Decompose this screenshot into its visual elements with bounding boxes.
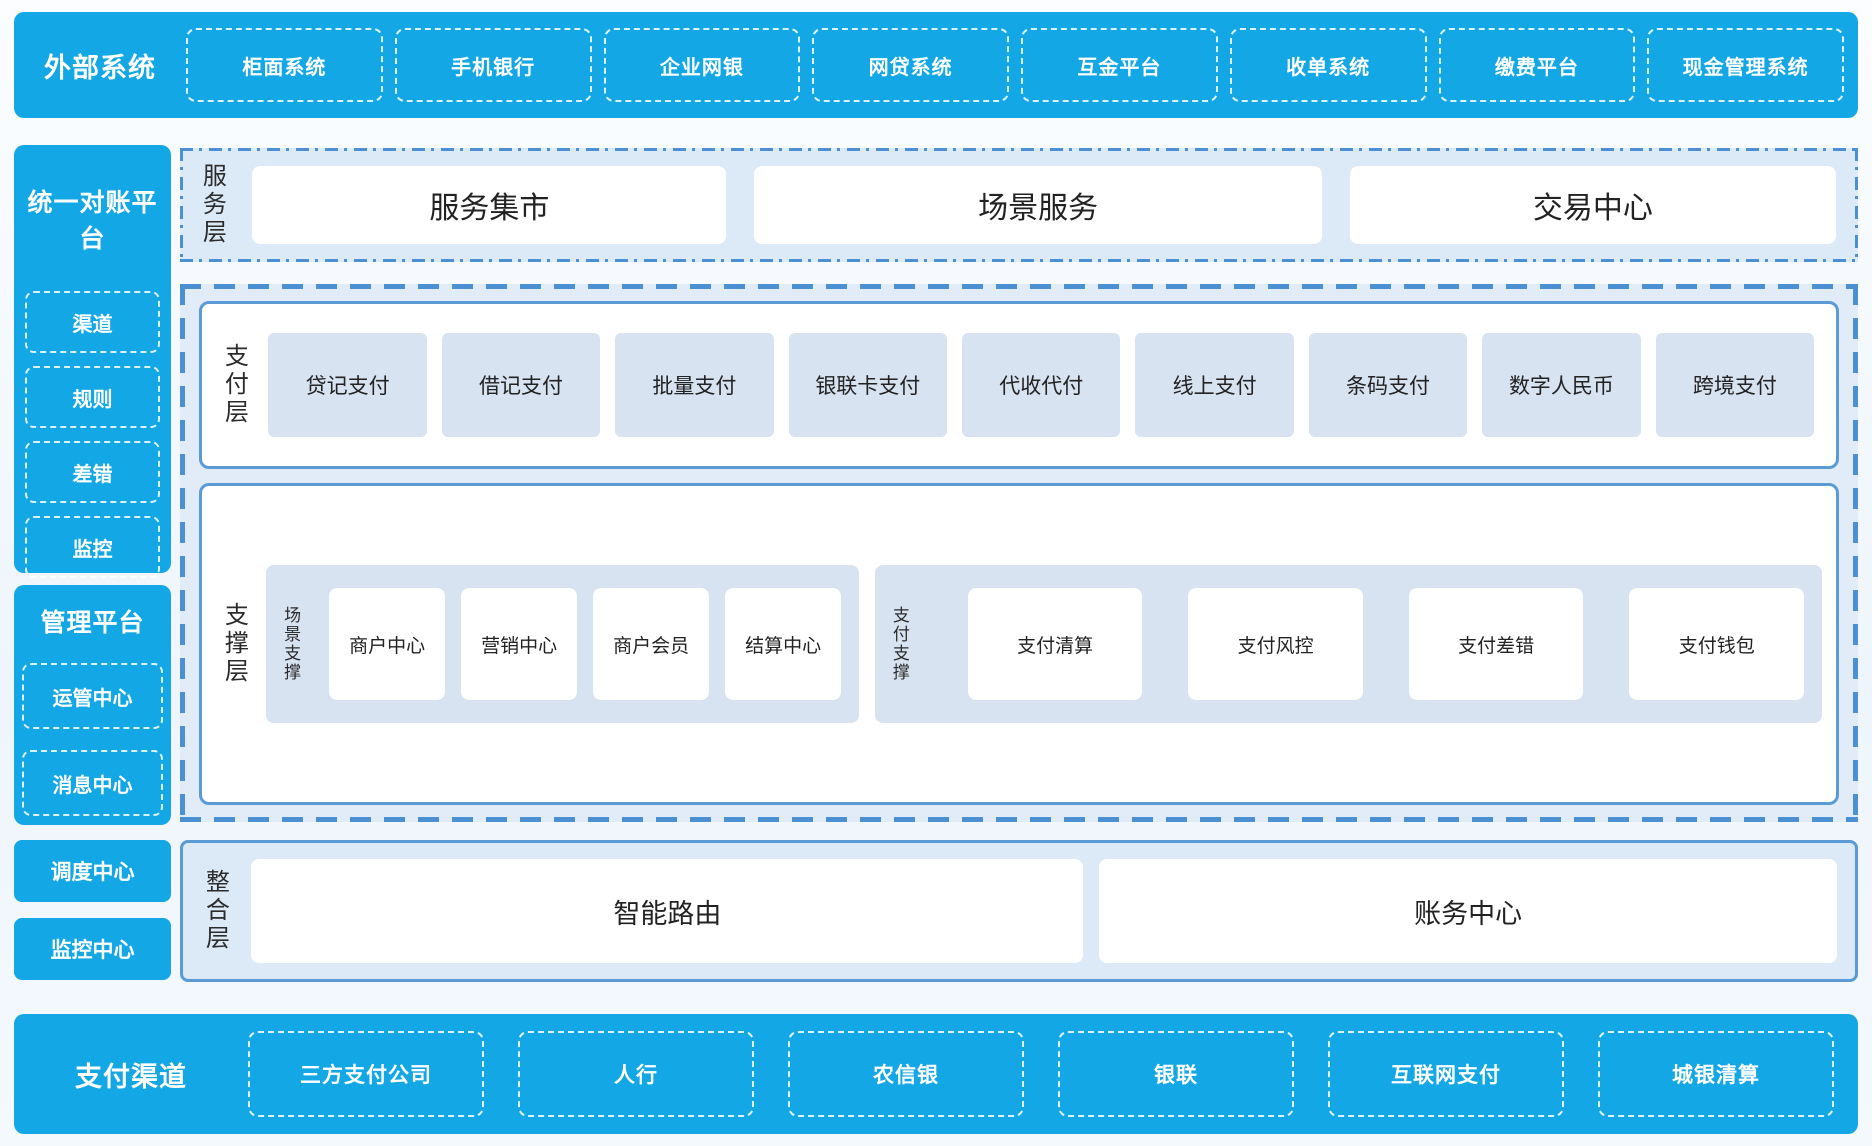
external-system-item: 互金平台 <box>1021 28 1218 102</box>
external-system-item: 缴费平台 <box>1438 28 1636 102</box>
payment-support-item: 支付清算 <box>967 588 1143 700</box>
reconciliation-item: 差错 <box>25 441 160 503</box>
payment-item: 跨境支付 <box>1655 333 1815 437</box>
payment-item: 借记支付 <box>441 333 601 437</box>
external-systems-items: 柜面系统 手机银行 企业网银 网贷系统 互金平台 收单系统 缴费平台 现金管理系… <box>186 28 1844 102</box>
service-card: 交易中心 <box>1349 166 1836 244</box>
external-systems-title: 外部系统 <box>44 52 156 83</box>
payment-channel-item: 银联 <box>1058 1031 1294 1117</box>
payment-channels-items: 三方支付公司 人行 农信银 银联 互联网支付 城银清算 <box>248 1031 1834 1117</box>
payment-item: 线上支付 <box>1135 333 1294 437</box>
payment-item: 条码支付 <box>1308 333 1468 437</box>
service-card: 服务集市 <box>252 166 727 244</box>
payment-item: 数字人民币 <box>1482 333 1641 437</box>
external-system-item: 网贷系统 <box>812 28 1009 102</box>
payment-support-label: 支付支撑 <box>889 606 909 682</box>
scene-support-item: 商户中心 <box>329 588 446 700</box>
external-system-item: 收单系统 <box>1229 28 1427 102</box>
integration-layer-label: 整合层 <box>201 869 229 953</box>
payment-channel-item: 三方支付公司 <box>248 1031 484 1117</box>
payment-channels-bar: 支付渠道 三方支付公司 人行 农信银 银联 互联网支付 城银清算 <box>14 1014 1858 1134</box>
management-item: 消息中心 <box>22 750 163 816</box>
payment-items: 贷记支付 借记支付 批量支付 银联卡支付 代收代付 线上支付 条码支付 数字人民… <box>268 333 1815 437</box>
integration-card: 账务中心 <box>1099 859 1837 963</box>
payment-support-item: 支付差错 <box>1408 588 1584 700</box>
payment-support-group: 支付支撑 支付清算 支付风控 支付差错 支付钱包 <box>875 565 1822 723</box>
payment-layer-label: 支付层 <box>220 343 248 427</box>
reconciliation-platform-block: 统一对账平台 渠道 规则 差错 监控 <box>14 145 171 578</box>
payment-item: 贷记支付 <box>268 333 427 437</box>
external-system-item: 现金管理系统 <box>1647 28 1844 102</box>
payment-support-item: 支付钱包 <box>1629 588 1804 700</box>
support-layer-label: 支撑层 <box>220 602 248 686</box>
payment-support-panel: 支付层 贷记支付 借记支付 批量支付 银联卡支付 代收代付 线上支付 条码支付 … <box>180 284 1858 822</box>
scene-support-item: 结算中心 <box>725 588 842 700</box>
payment-channel-item: 人行 <box>518 1031 754 1117</box>
reconciliation-item: 规则 <box>25 366 160 428</box>
reconciliation-platform-title: 统一对账平台 <box>27 189 158 253</box>
payment-channels-title: 支付渠道 <box>75 1061 187 1092</box>
payment-item: 代收代付 <box>962 333 1121 437</box>
integration-cards: 智能路由 账务中心 <box>251 859 1837 963</box>
payment-item: 批量支付 <box>615 333 774 437</box>
payment-channel-item: 城银清算 <box>1598 1031 1834 1117</box>
scene-support-group: 场景支撑 商户中心 营销中心 商户会员 结算中心 <box>266 565 860 723</box>
integration-layer-panel: 整合层 智能路由 账务中心 <box>180 840 1858 982</box>
management-platform-title: 管理平台 <box>40 609 145 637</box>
service-layer-panel: 服务层 服务集市 场景服务 交易中心 <box>180 148 1858 262</box>
integration-card: 智能路由 <box>251 859 1084 963</box>
service-card: 场景服务 <box>754 166 1322 244</box>
payment-channel-item: 农信银 <box>788 1031 1024 1117</box>
external-systems-bar: 外部系统 柜面系统 手机银行 企业网银 网贷系统 互金平台 收单系统 缴费平台 … <box>14 12 1858 118</box>
scene-support-item: 商户会员 <box>593 588 710 700</box>
dispatch-center-block: 调度中心 <box>14 840 171 902</box>
payment-channel-item: 互联网支付 <box>1328 1031 1564 1117</box>
monitor-center-block: 监控中心 <box>14 918 171 980</box>
service-layer-label: 服务层 <box>198 163 226 247</box>
reconciliation-item: 监控 <box>25 516 160 578</box>
management-item: 运管中心 <box>22 663 163 729</box>
support-groups: 场景支撑 商户中心 营销中心 商户会员 结算中心 支付支撑 支付清算 支付风控 … <box>266 565 1822 723</box>
reconciliation-item: 渠道 <box>25 291 160 353</box>
payment-support-item: 支付风控 <box>1188 588 1363 700</box>
reconciliation-items: 渠道 规则 差错 监控 <box>25 291 160 578</box>
external-system-item: 柜面系统 <box>186 28 383 102</box>
external-system-item: 企业网银 <box>603 28 801 102</box>
support-layer-box: 支撑层 场景支撑 商户中心 营销中心 商户会员 结算中心 支付支撑 支付清算 支… <box>199 483 1839 805</box>
payment-item: 银联卡支付 <box>788 333 948 437</box>
scene-support-label: 场景支撑 <box>281 606 301 682</box>
management-platform-block: 管理平台 运管中心 消息中心 <box>14 585 171 825</box>
management-items: 运管中心 消息中心 <box>22 663 163 816</box>
external-system-item: 手机银行 <box>394 28 592 102</box>
payment-layer-box: 支付层 贷记支付 借记支付 批量支付 银联卡支付 代收代付 线上支付 条码支付 … <box>199 301 1839 469</box>
scene-support-item: 营销中心 <box>461 588 578 700</box>
